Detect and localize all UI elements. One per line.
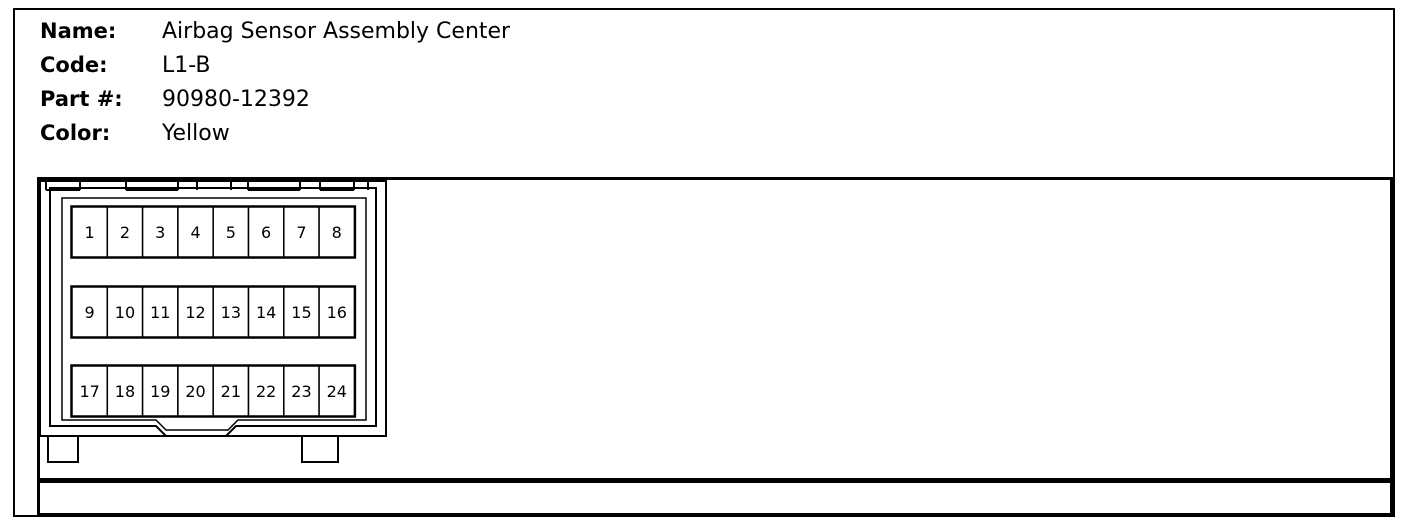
pin-cavity	[318, 206, 356, 258]
pin-number: 3	[155, 223, 165, 242]
pin-number: 20	[185, 382, 205, 401]
bottom-bar	[37, 480, 1394, 516]
name-row: Name: Airbag Sensor Assembly Center	[40, 14, 510, 48]
color-value: Yellow	[162, 120, 230, 146]
part-label: Part #:	[40, 87, 123, 111]
pin-cavity	[177, 365, 214, 417]
left-foot	[47, 436, 79, 463]
pin-cavity	[247, 206, 285, 258]
pin-number: 10	[115, 303, 135, 322]
connector-info: Name: Airbag Sensor Assembly Center Code…	[40, 14, 510, 150]
color-row: Color: Yellow	[40, 116, 510, 150]
pin-cavity	[106, 206, 144, 258]
pin-row-2	[70, 285, 357, 339]
pin-row-3	[70, 364, 357, 418]
code-row: Code: L1-B	[40, 48, 510, 82]
pin-number: 5	[226, 223, 236, 242]
part-value: 90980-12392	[162, 86, 310, 112]
pin-cavity	[283, 286, 320, 338]
pin-number: 22	[256, 382, 276, 401]
pin-number: 23	[291, 382, 311, 401]
pin-number: 19	[150, 382, 170, 401]
part-row: Part #: 90980-12392	[40, 82, 510, 116]
pin-number: 18	[115, 382, 135, 401]
pin-cavity	[318, 286, 356, 338]
pin-number: 8	[332, 223, 342, 242]
pin-cavity	[177, 206, 214, 258]
pin-number: 24	[327, 382, 347, 401]
connector-card	[13, 8, 1395, 517]
housing-inner-body	[49, 187, 377, 437]
pin-number: 1	[85, 223, 95, 242]
pin-cavity	[283, 365, 320, 417]
pin-cavity	[318, 365, 356, 417]
pin-number: 13	[221, 303, 241, 322]
connector-diagram-panel	[37, 177, 1394, 481]
pin-cavity	[106, 365, 144, 417]
code-value: L1-B	[162, 52, 211, 78]
cavity-block	[61, 197, 367, 431]
pin-number: 7	[296, 223, 306, 242]
pin-number: 17	[79, 382, 99, 401]
pin-number: 15	[291, 303, 311, 322]
pin-number: 11	[150, 303, 170, 322]
pin-cavity	[212, 286, 250, 338]
pin-cavity	[177, 286, 214, 338]
pin-row-1	[70, 205, 357, 259]
housing-outline	[39, 180, 387, 437]
pin-cavity	[247, 286, 285, 338]
pin-number: 14	[256, 303, 276, 322]
pin-number: 9	[85, 303, 95, 322]
code-label: Code:	[40, 53, 108, 77]
name-value: Airbag Sensor Assembly Center	[162, 18, 511, 44]
pin-number: 6	[261, 223, 271, 242]
pin-number: 4	[190, 223, 200, 242]
pin-number: 21	[221, 382, 241, 401]
pin-cavity	[71, 286, 109, 338]
pin-number: 16	[327, 303, 347, 322]
pin-cavity	[212, 365, 250, 417]
top-latch-tabs	[45, 181, 369, 191]
pin-number: 2	[120, 223, 130, 242]
color-label: Color:	[40, 121, 111, 145]
right-foot	[301, 436, 339, 463]
name-label: Name:	[40, 19, 117, 43]
pin-number: 12	[185, 303, 205, 322]
